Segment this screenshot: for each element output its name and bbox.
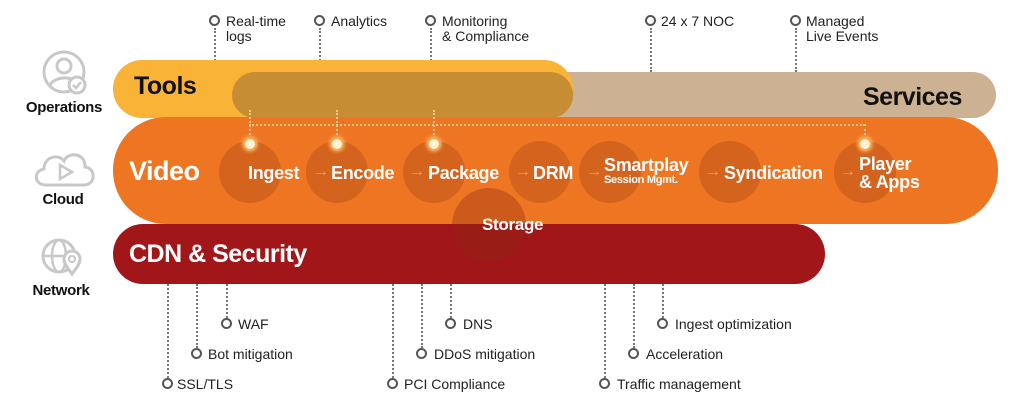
arrow-right-icon: →	[840, 163, 856, 180]
leader-line	[650, 28, 652, 72]
arrow-right-icon: →	[313, 163, 329, 180]
leader-line	[226, 284, 228, 318]
connector-dot	[858, 137, 872, 151]
connector-line	[864, 124, 866, 143]
bottom-item-dns: DNS	[463, 316, 493, 332]
step-ingest: Ingest	[248, 163, 300, 183]
ring-icon	[221, 318, 232, 329]
top-item-noc: 24 x 7 NOC	[661, 13, 735, 29]
step-circle-smartplay	[579, 141, 641, 203]
bottom-item-acceleration: Acceleration	[646, 346, 724, 362]
top-item-monitoring: Monitoring& Compliance	[442, 13, 530, 44]
connector-dot	[243, 137, 257, 151]
storage-circle	[452, 188, 526, 262]
step-package: Package	[428, 163, 499, 183]
leader-line	[392, 284, 394, 378]
globe-pin-icon	[41, 238, 82, 277]
step-circle-syndication	[699, 141, 761, 203]
arrow-right-icon: →	[515, 163, 531, 180]
step-circle-drm	[509, 141, 571, 203]
leader-line	[633, 284, 635, 348]
leader-line	[450, 284, 452, 318]
user-check-icon	[42, 50, 87, 95]
step-circle-player	[834, 141, 896, 203]
ring-icon	[416, 348, 427, 359]
connector-line	[249, 110, 251, 143]
arrow-right-icon: →	[586, 163, 602, 180]
storage-label: Storage	[482, 215, 544, 234]
ring-icon	[628, 348, 639, 359]
leader-line	[319, 28, 321, 61]
ring-icon	[191, 348, 202, 359]
leader-line	[167, 284, 169, 378]
ring-icon	[209, 15, 220, 26]
step-smartplay-sublabel: Session Mgmt.	[604, 174, 678, 186]
bottom-item-traffic-management: Traffic management	[617, 376, 741, 392]
step-encode: Encode	[331, 163, 395, 183]
ring-icon	[645, 15, 656, 26]
bottom-item-ssl-tls: SSL/TLS	[177, 376, 234, 392]
layer-label-network: Network	[32, 282, 90, 299]
cloud-play-icon	[34, 153, 95, 187]
leader-line	[604, 284, 606, 378]
bottom-item-pci-compliance: PCI Compliance	[404, 376, 506, 392]
ring-icon	[314, 15, 325, 26]
ring-icon	[425, 15, 436, 26]
step-player-label2: & Apps	[859, 172, 920, 192]
ring-icon	[162, 378, 173, 389]
connector-dot	[427, 137, 441, 151]
cdn-security-title: CDN & Security	[129, 240, 307, 268]
connector-line	[336, 110, 338, 143]
layer-label-cloud: Cloud	[42, 191, 84, 208]
leader-line	[795, 28, 797, 72]
step-player-label: Player	[859, 154, 912, 174]
step-smartplay: Smartplay Session Mgmt.	[604, 155, 689, 186]
leader-line	[214, 28, 216, 61]
step-player-apps: Player & Apps	[859, 155, 920, 191]
connector-dot	[330, 137, 344, 151]
step-smartplay-label: Smartplay	[604, 155, 689, 175]
bottom-item-ddos-mitigation: DDoS mitigation	[434, 346, 536, 362]
arrow-right-icon: →	[409, 163, 425, 180]
step-syndication: Syndication	[724, 163, 823, 183]
bottom-item-ingest-optimization: Ingest optimization	[675, 316, 792, 332]
connector-line	[249, 124, 865, 126]
ring-icon	[657, 318, 668, 329]
video-bar	[113, 117, 998, 224]
leader-line	[421, 284, 423, 348]
ring-icon	[599, 378, 610, 389]
tools-services-overlap	[232, 72, 573, 118]
bottom-item-waf: WAF	[238, 316, 269, 332]
ring-icon	[445, 318, 456, 329]
step-drm: DRM	[533, 163, 574, 183]
video-title: Video	[129, 156, 200, 186]
connector-line	[433, 110, 435, 143]
step-circle-encode	[306, 141, 368, 203]
bottom-item-bot-mitigation: Bot mitigation	[208, 346, 293, 362]
tools-title: Tools	[134, 72, 197, 100]
step-circle-package	[403, 141, 465, 203]
ring-icon	[790, 15, 801, 26]
leader-line	[430, 28, 432, 61]
top-item-analytics: Analytics	[331, 13, 388, 29]
ring-icon	[387, 378, 398, 389]
leader-line	[662, 284, 664, 318]
layer-label-operations: Operations	[25, 99, 103, 116]
cdn-security-bar	[113, 224, 825, 284]
services-title: Services	[863, 83, 962, 111]
arrow-right-icon: →	[705, 163, 721, 180]
leader-line	[196, 284, 198, 348]
step-circle-ingest	[219, 141, 281, 203]
